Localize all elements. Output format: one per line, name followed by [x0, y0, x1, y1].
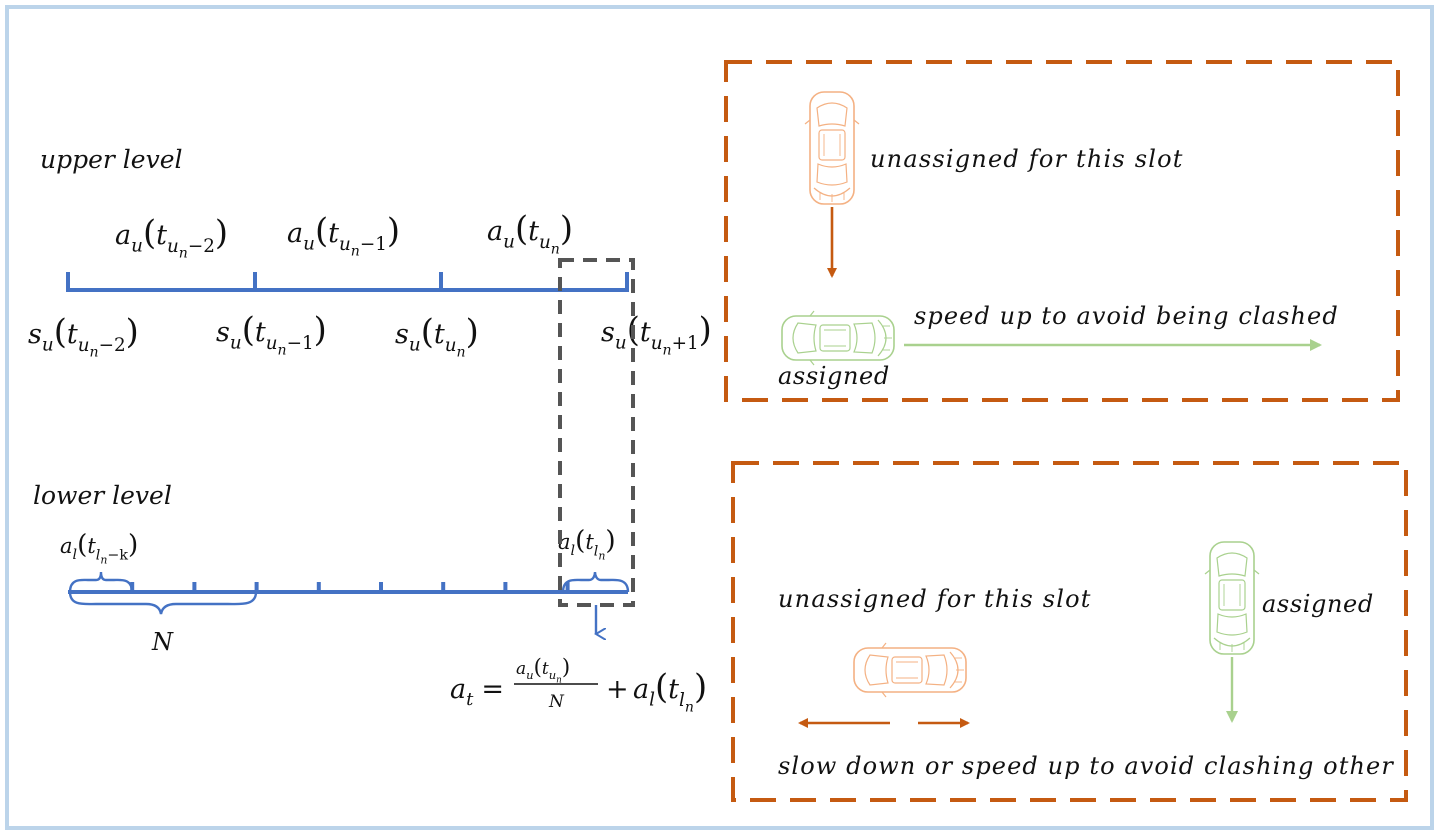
car-top-view-icon: [853, 642, 967, 698]
bottom-scenario-box: [731, 461, 1408, 802]
formula-lhs: at=: [450, 674, 504, 710]
upper-action-label: au(tun−1): [287, 211, 400, 260]
lower-first-action-label: al(tln−k): [60, 530, 138, 567]
upper-state-label: su(tun−1): [216, 310, 327, 359]
car-top-view-icon: [804, 91, 860, 205]
upper-action-label: au(tun): [487, 209, 573, 258]
car-top-view-icon: [781, 310, 895, 366]
upper-state-label: su(tun−2): [28, 312, 139, 361]
formula-rhs: al(tln): [633, 667, 707, 716]
top-scenario-box: [724, 60, 1400, 402]
formula-plus: +: [606, 674, 629, 705]
top-assigned-label: assigned: [778, 362, 890, 390]
bottom-action-label: slow down or speed up to avoid clashing …: [778, 752, 1394, 780]
acceleration-formula: at= au(tun) N +al(tln): [450, 655, 707, 716]
upper-level-title: upper level: [40, 145, 183, 174]
bottom-unassigned-label: unassigned for this slot: [778, 585, 1092, 613]
bottom-assigned-label: assigned: [1262, 590, 1374, 618]
last-step-brace: [561, 571, 630, 593]
lower-level-title: lower level: [33, 481, 172, 510]
single-step-brace: [68, 571, 134, 593]
top-unassigned-label: unassigned for this slot: [870, 145, 1184, 173]
upper-timeline: [66, 272, 629, 292]
n-label: N: [151, 628, 174, 656]
top-action-label: speed up to avoid being clashed: [914, 302, 1339, 330]
current-step-highlight-box: [558, 258, 635, 607]
n-steps-brace: [68, 591, 258, 615]
upper-state-label: su(tun+1): [601, 310, 712, 359]
outer-frame: [5, 5, 1434, 830]
upper-state-label: su(tun): [395, 312, 479, 361]
formula-denominator: N: [548, 692, 565, 712]
car-top-view-icon: [1204, 541, 1260, 655]
upper-action-label: au(tun−2): [115, 213, 228, 262]
lower-last-action-label: al(tln): [558, 526, 616, 563]
formula-numerator: au(tun): [516, 655, 570, 686]
